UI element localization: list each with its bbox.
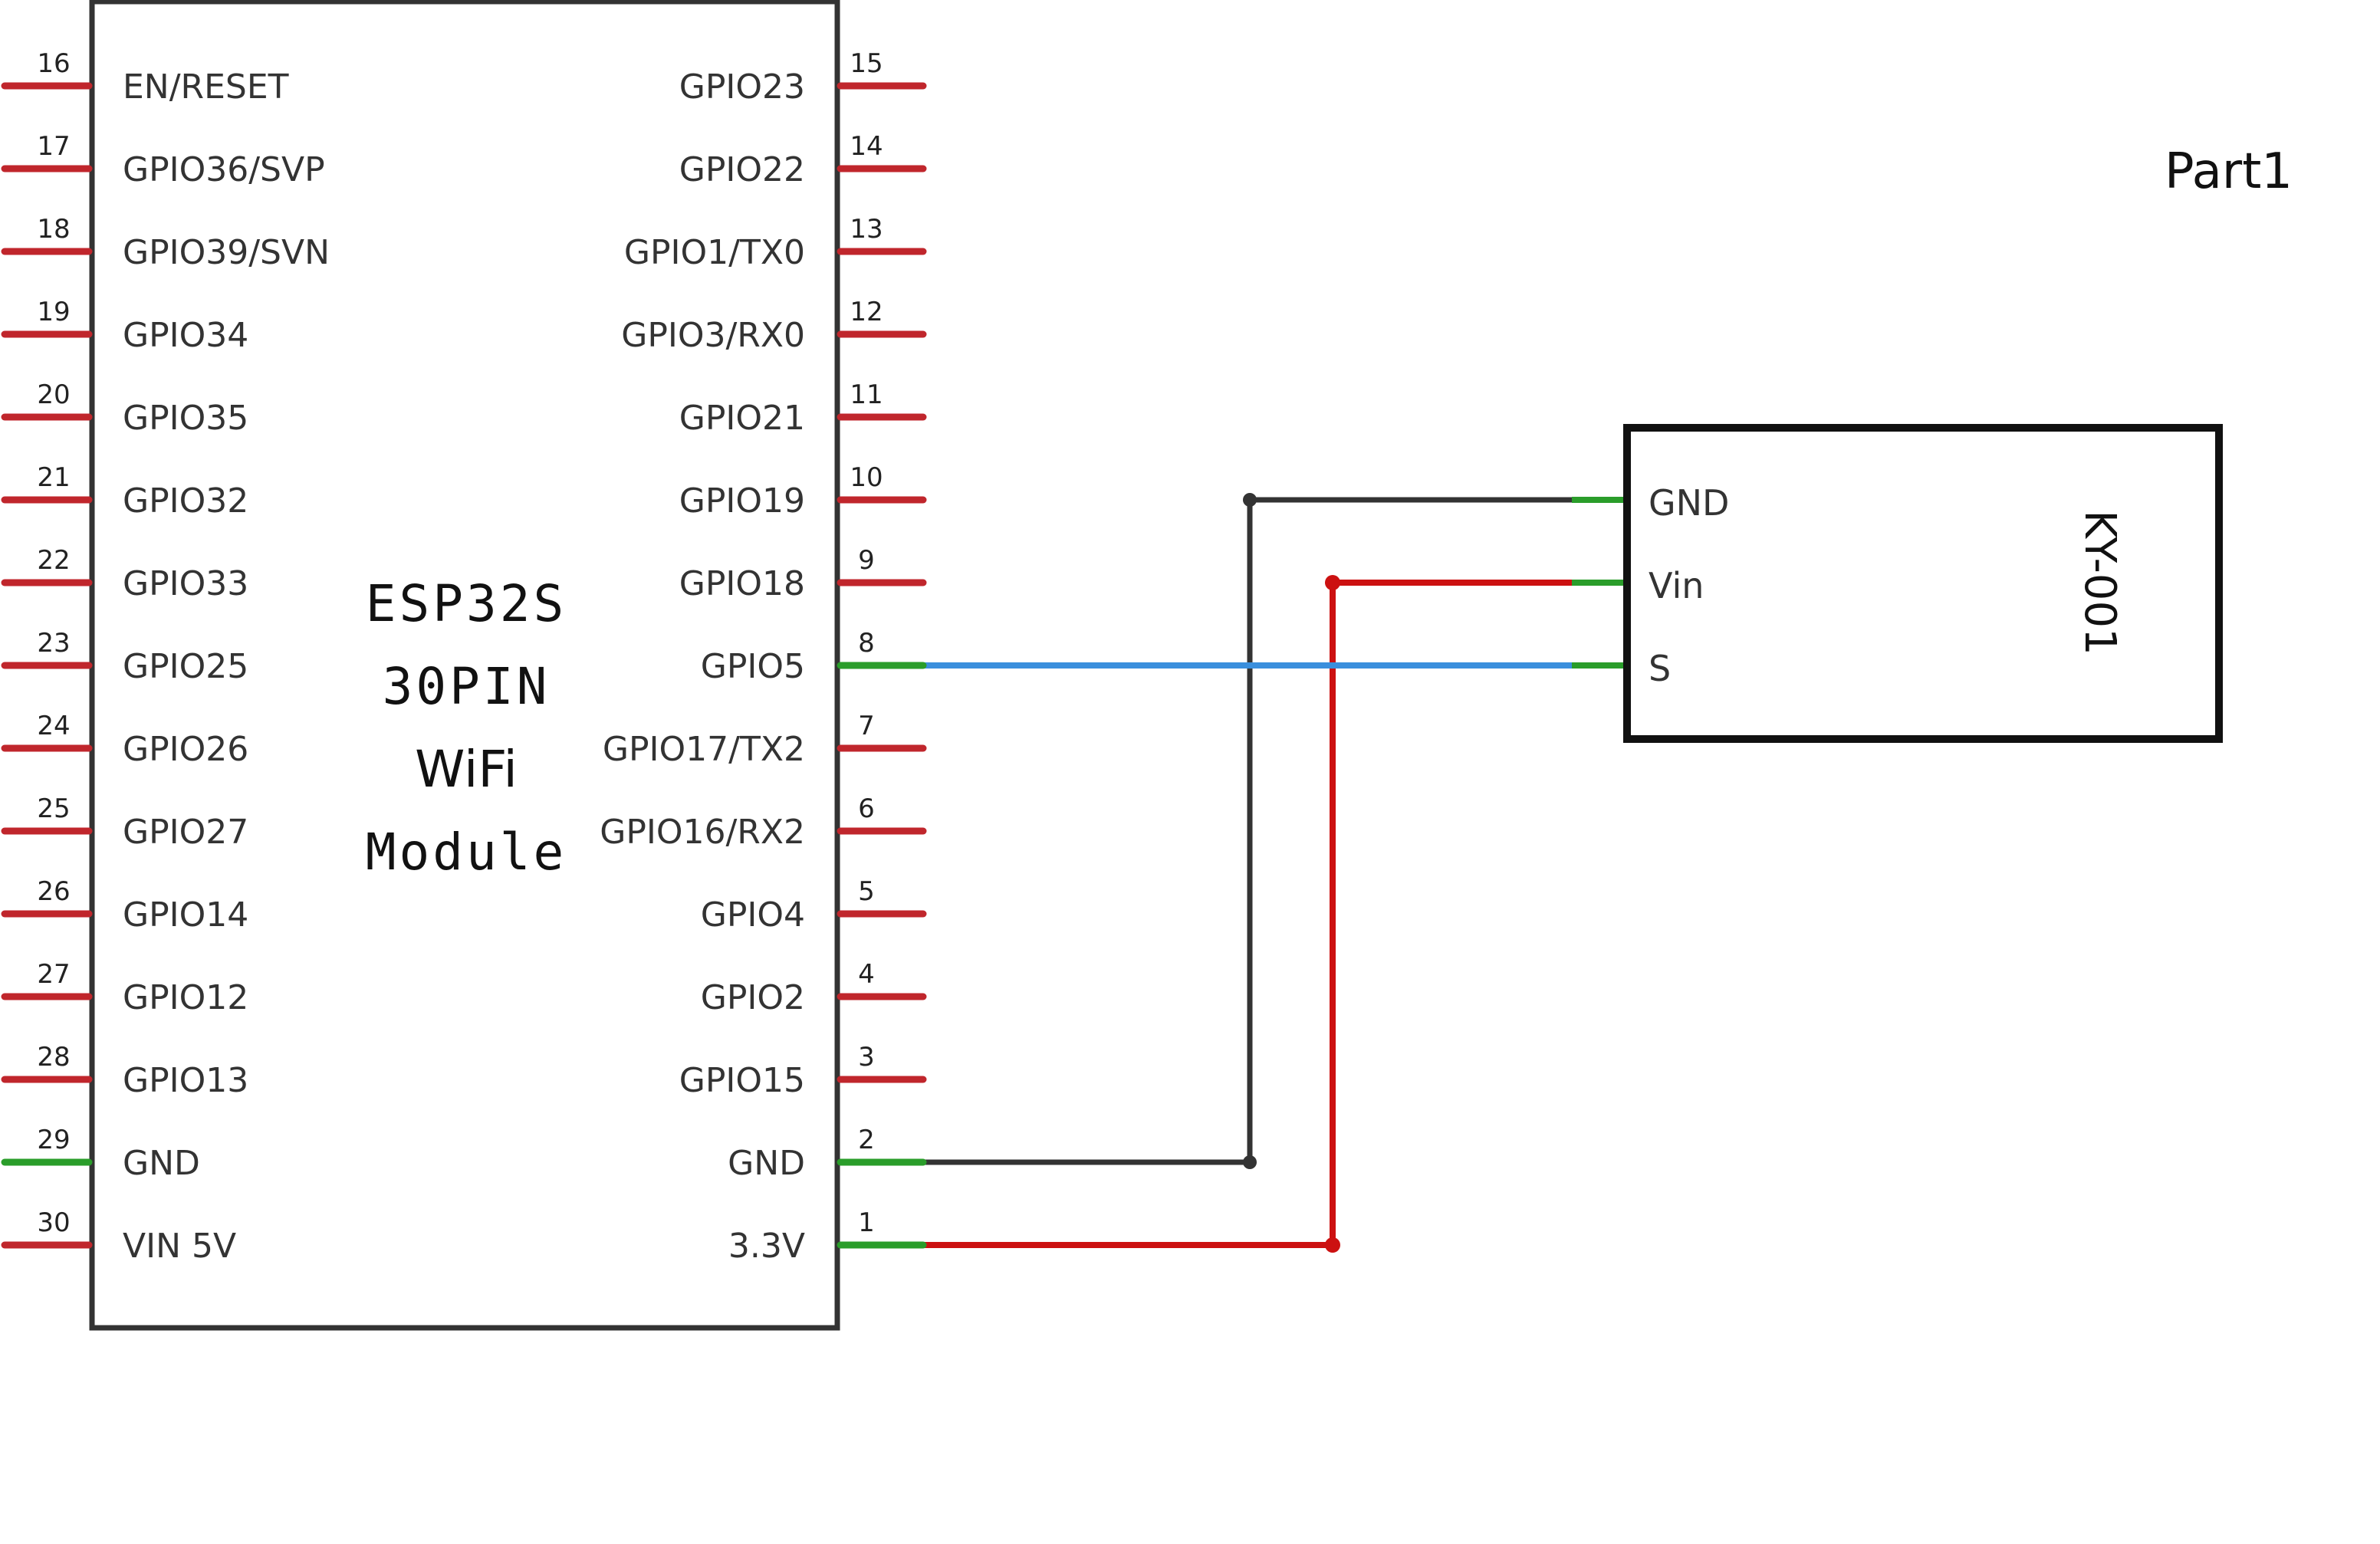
esp32-right-pin-label-gpio1-tx0: GPIO1/TX0 bbox=[624, 233, 805, 272]
esp32-right-pin-label-gpio18: GPIO18 bbox=[679, 564, 805, 603]
ky001-pins bbox=[1572, 497, 1623, 669]
esp32-right-pin-label-gpio5: GPIO5 bbox=[701, 647, 805, 686]
esp32-left-pin-label-gpio27: GPIO27 bbox=[123, 813, 248, 852]
esp32-right-pin-label-3-3v: 3.3V bbox=[728, 1227, 805, 1266]
esp32-right-pin-label-gpio4: GPIO4 bbox=[701, 895, 805, 935]
esp32-left-pin-label-gpio26: GPIO26 bbox=[123, 730, 248, 769]
esp32-right-pin-number-15: 15 bbox=[850, 48, 883, 79]
junction-gnd-bottom bbox=[1243, 1155, 1257, 1169]
esp32-right-pin-number-5: 5 bbox=[858, 876, 875, 907]
esp32-left-pin-number-27: 27 bbox=[37, 959, 70, 990]
esp32-left-pin-number-19: 19 bbox=[37, 297, 70, 327]
esp32-left-pin-label-gpio34: GPIO34 bbox=[123, 316, 248, 355]
esp32-right-pin-label-gpio17-tx2: GPIO17/TX2 bbox=[603, 730, 805, 769]
esp32-right-pin-label-gpio16-rx2: GPIO16/RX2 bbox=[600, 813, 805, 852]
ky001-pin-label-s: S bbox=[1649, 648, 1671, 689]
ky001-body[interactable] bbox=[1623, 424, 2223, 743]
esp32-left-pin-label-en-reset: EN/RESET bbox=[123, 67, 289, 107]
esp32-left-pin-number-20: 20 bbox=[37, 379, 70, 410]
esp32-left-pin-label-gpio14: GPIO14 bbox=[123, 895, 248, 935]
esp32-left-pin-label-gpio32: GPIO32 bbox=[123, 481, 248, 521]
esp32-left-pin-label-gpio25: GPIO25 bbox=[123, 647, 248, 686]
esp32-right-pin-label-gpio3-rx0: GPIO3/RX0 bbox=[621, 316, 805, 355]
part-label: Part1 bbox=[2165, 143, 2293, 200]
esp32-right-pin-number-13: 13 bbox=[850, 214, 883, 245]
esp32-right-pin-label-gpio21: GPIO21 bbox=[679, 399, 805, 438]
esp32-right-pin-number-11: 11 bbox=[850, 379, 883, 410]
junction-gnd-top bbox=[1243, 493, 1257, 507]
esp32-title-line-3: WiFi bbox=[415, 740, 518, 799]
esp32-left-pin-number-16: 16 bbox=[37, 48, 70, 79]
esp32-right-pin-number-10: 10 bbox=[850, 462, 883, 493]
esp32-left-pin-number-17: 17 bbox=[37, 131, 70, 162]
wire-gnd[interactable] bbox=[920, 497, 1584, 1165]
esp32-left-pin-label-gpio12: GPIO12 bbox=[123, 978, 248, 1017]
esp32-right-pin-number-8: 8 bbox=[858, 628, 875, 659]
esp32-left-pin-label-gpio35: GPIO35 bbox=[123, 399, 248, 438]
esp32-left-pin-number-25: 25 bbox=[37, 793, 70, 824]
junction-vin-top bbox=[1325, 575, 1340, 590]
esp32-left-pin-number-23: 23 bbox=[37, 628, 70, 659]
esp32-left-pin-label-gpio33: GPIO33 bbox=[123, 564, 248, 603]
esp32-title-line-4: Module bbox=[366, 823, 567, 882]
esp32-right-pin-number-7: 7 bbox=[858, 711, 875, 741]
esp32-left-pin-number-18: 18 bbox=[37, 214, 70, 245]
esp32-left-pin-label-gpio36-svp: GPIO36/SVP bbox=[123, 150, 325, 189]
esp32-left-pin-number-30: 30 bbox=[37, 1207, 70, 1238]
esp32-left-pin-label-gpio13: GPIO13 bbox=[123, 1061, 248, 1100]
esp32-title-line-1: ESP32S bbox=[366, 574, 567, 633]
esp32-right-pin-number-4: 4 bbox=[858, 959, 875, 990]
ky001-pin-label-vin: Vin bbox=[1649, 565, 1704, 606]
esp32-right-pin-label-gpio19: GPIO19 bbox=[679, 481, 805, 521]
esp32-body[interactable] bbox=[89, 0, 840, 1331]
esp32-left-pin-label-gnd: GND bbox=[123, 1144, 200, 1183]
esp32-right-pin-number-1: 1 bbox=[858, 1207, 875, 1238]
esp32-right-pin-overlay bbox=[837, 662, 927, 1249]
wires bbox=[920, 493, 1584, 1253]
ky001-title: KY-001 bbox=[2075, 510, 2125, 655]
esp32-left-pin-number-22: 22 bbox=[37, 545, 70, 576]
esp32-right-pin-label-gpio23: GPIO23 bbox=[679, 67, 805, 107]
esp32-right-pin-number-14: 14 bbox=[850, 131, 883, 162]
esp32-left-pin-number-29: 29 bbox=[37, 1125, 70, 1155]
esp32-right-pin-label-gpio22: GPIO22 bbox=[679, 150, 805, 189]
esp32-right-pin-number-3: 3 bbox=[858, 1042, 875, 1073]
esp32-left-pin-number-28: 28 bbox=[37, 1042, 70, 1073]
junction-vin-bottom bbox=[1325, 1237, 1340, 1253]
esp32-right-pin-label-gpio15: GPIO15 bbox=[679, 1061, 805, 1100]
ky001-pin-label-gnd: GND bbox=[1649, 482, 1729, 524]
esp32-right-pin-number-12: 12 bbox=[850, 297, 883, 327]
esp32-left-pin-number-24: 24 bbox=[37, 711, 70, 741]
esp32-left-pin-label-gpio39-svn: GPIO39/SVN bbox=[123, 233, 330, 272]
wire-vin[interactable] bbox=[920, 580, 1584, 1248]
esp32-right-pin-number-2: 2 bbox=[858, 1125, 875, 1155]
esp32-right-pin-number-9: 9 bbox=[858, 545, 875, 576]
esp32-left-pin-label-vin-5v: VIN 5V bbox=[123, 1227, 236, 1266]
esp32-right-pin-label-gpio2: GPIO2 bbox=[701, 978, 805, 1017]
esp32-title-line-2: 30PIN bbox=[383, 657, 551, 716]
esp32-right-pin-label-gnd: GND bbox=[728, 1144, 805, 1183]
esp32-left-pin-number-26: 26 bbox=[37, 876, 70, 907]
esp32-right-pin-number-6: 6 bbox=[858, 793, 875, 824]
esp32-left-pin-number-21: 21 bbox=[37, 462, 70, 493]
esp32-right-pins: 15GPIO2314GPIO2213GPIO1/TX012GPIO3/RX011… bbox=[600, 48, 927, 1266]
